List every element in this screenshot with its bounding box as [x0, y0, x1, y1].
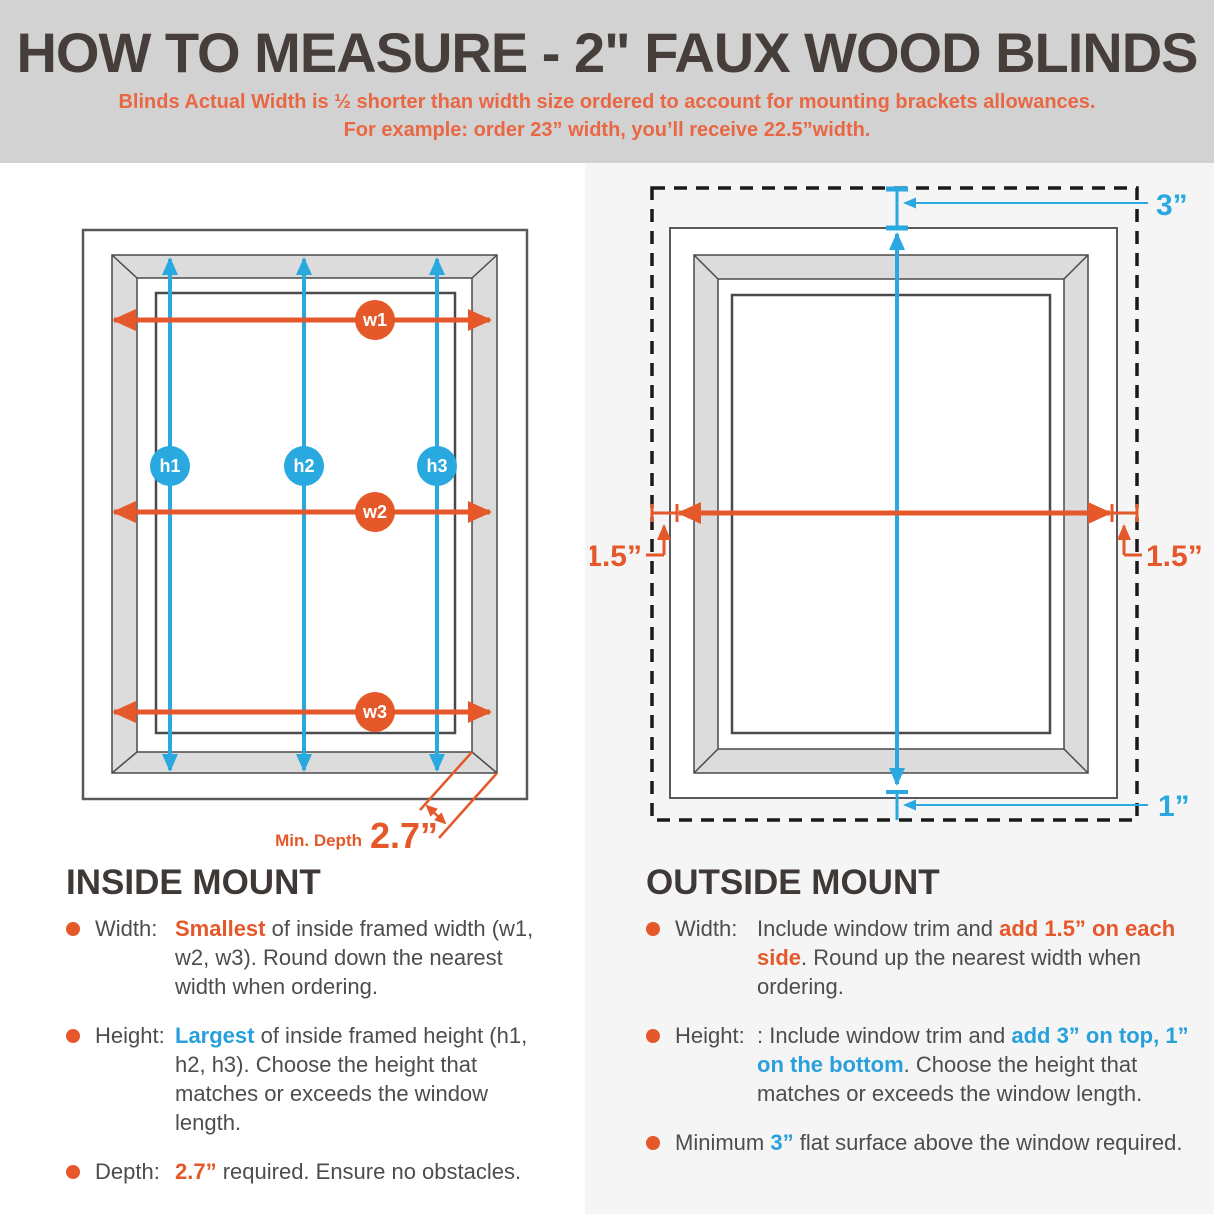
outside-height-label: Height: [675, 1023, 745, 1048]
depth-callout [419, 751, 498, 839]
inside-mount-diagram: w1 w2 w3 h1 h2 h3 Min. Depth 2.7” [81, 228, 529, 856]
inside-height-text: Largest of inside framed height (h1, h2,… [175, 1021, 538, 1137]
outside-width-pre: Include window trim and [757, 916, 1000, 941]
inside-width-text: Smallest of inside framed width (w1, w2,… [175, 914, 538, 1001]
outside-height-rest: . Choose the height that matches or exce… [757, 1052, 1143, 1106]
outside-minimum-rest: flat surface above the window required. [793, 1130, 1183, 1155]
bullet-icon [66, 1029, 80, 1043]
outside-height-text: : Include window trim and add 3” on top,… [757, 1021, 1212, 1108]
bottom-offset-label: 1” [1158, 790, 1190, 823]
min-depth-label: Min. Depth [275, 831, 362, 850]
left-offset-label: 1.5” [590, 540, 642, 573]
h3-label: h3 [426, 456, 447, 476]
bullet-icon [646, 1136, 660, 1150]
outside-height-highlight: add 3” on top, 1” on the bottom [757, 1023, 1189, 1077]
header-band: HOW TO MEASURE - 2" FAUX WOOD BLINDS Bli… [0, 0, 1214, 163]
width-badges: w1 w2 w3 [355, 300, 395, 732]
page-title: HOW TO MEASURE - 2" FAUX WOOD BLINDS [16, 21, 1198, 84]
outside-minimum-highlight: 3” [770, 1130, 794, 1155]
inside-width-highlight: Smallest [175, 916, 266, 941]
bullet-icon [646, 922, 660, 936]
height-badges: h1 h2 h3 [150, 446, 457, 486]
width-measure-arrows [112, 309, 492, 723]
inside-width-item: Width: Smallest of inside framed width (… [66, 914, 538, 1001]
bullet-icon [66, 922, 80, 936]
h2-label: h2 [293, 456, 314, 476]
outside-mount-section: OUTSIDE MOUNT Width: Include window trim… [646, 864, 1212, 1177]
inside-depth-rest: required. Ensure no obstacles. [216, 1159, 522, 1184]
inside-mount-section: INSIDE MOUNT Width: Smallest of inside f… [66, 864, 538, 1206]
outside-mount-diagram: 3” 1” 1.5” 1.5” [590, 186, 1203, 823]
inside-width-rest: of inside framed width (w1, w2, w3). Rou… [175, 916, 534, 999]
outside-width-label: Width: [675, 916, 738, 941]
inside-mount-title: INSIDE MOUNT [66, 863, 321, 902]
top-offset-label: 3” [1156, 189, 1188, 222]
outside-width-item: Width: Include window trim and add 1.5” … [646, 914, 1212, 1001]
min-depth-value: 2.7” [370, 815, 438, 856]
outside-width-highlight: add 1.5” on each side [757, 916, 1176, 970]
inside-height-rest: of inside framed height (h1, h2, h3). Ch… [175, 1023, 528, 1135]
outside-minimum-text: Minimum 3” flat surface above the window… [675, 1128, 1212, 1157]
outside-mount-title: OUTSIDE MOUNT [646, 863, 940, 902]
outside-minimum-item: Minimum 3” flat surface above the window… [646, 1128, 1212, 1157]
outside-height-pre: : Include window trim and [757, 1023, 1012, 1048]
subtitle-line-1: Blinds Actual Width is ½ shorter than wi… [118, 91, 1096, 113]
inside-depth-item: Depth: 2.7” required. Ensure no obstacle… [66, 1157, 538, 1186]
outside-width-rest: . Round up the nearest width when orderi… [757, 945, 1142, 999]
inside-height-label: Height: [95, 1023, 165, 1048]
inside-depth-text: 2.7” required. Ensure no obstacles. [175, 1157, 538, 1186]
w1-label: w1 [362, 310, 387, 330]
outside-height-item: Height: : Include window trim and add 3”… [646, 1021, 1212, 1108]
w3-label: w3 [362, 702, 387, 722]
outside-width-text: Include window trim and add 1.5” on each… [757, 914, 1212, 1001]
inside-depth-label: Depth: [95, 1159, 160, 1184]
bullet-icon [646, 1029, 660, 1043]
h1-label: h1 [159, 456, 180, 476]
right-offset-label: 1.5” [1146, 540, 1203, 573]
inside-depth-highlight: 2.7” [175, 1159, 217, 1184]
outside-minimum-pre: Minimum [675, 1130, 771, 1155]
inside-height-item: Height: Largest of inside framed height … [66, 1021, 538, 1137]
horizontal-width-measure [646, 502, 1142, 557]
inside-height-highlight: Largest [175, 1023, 255, 1048]
inside-width-label: Width: [95, 916, 158, 941]
subtitle-line-2: For example: order 23” width, you’ll rec… [343, 119, 871, 141]
w2-label: w2 [362, 502, 387, 522]
bullet-icon [66, 1165, 80, 1179]
